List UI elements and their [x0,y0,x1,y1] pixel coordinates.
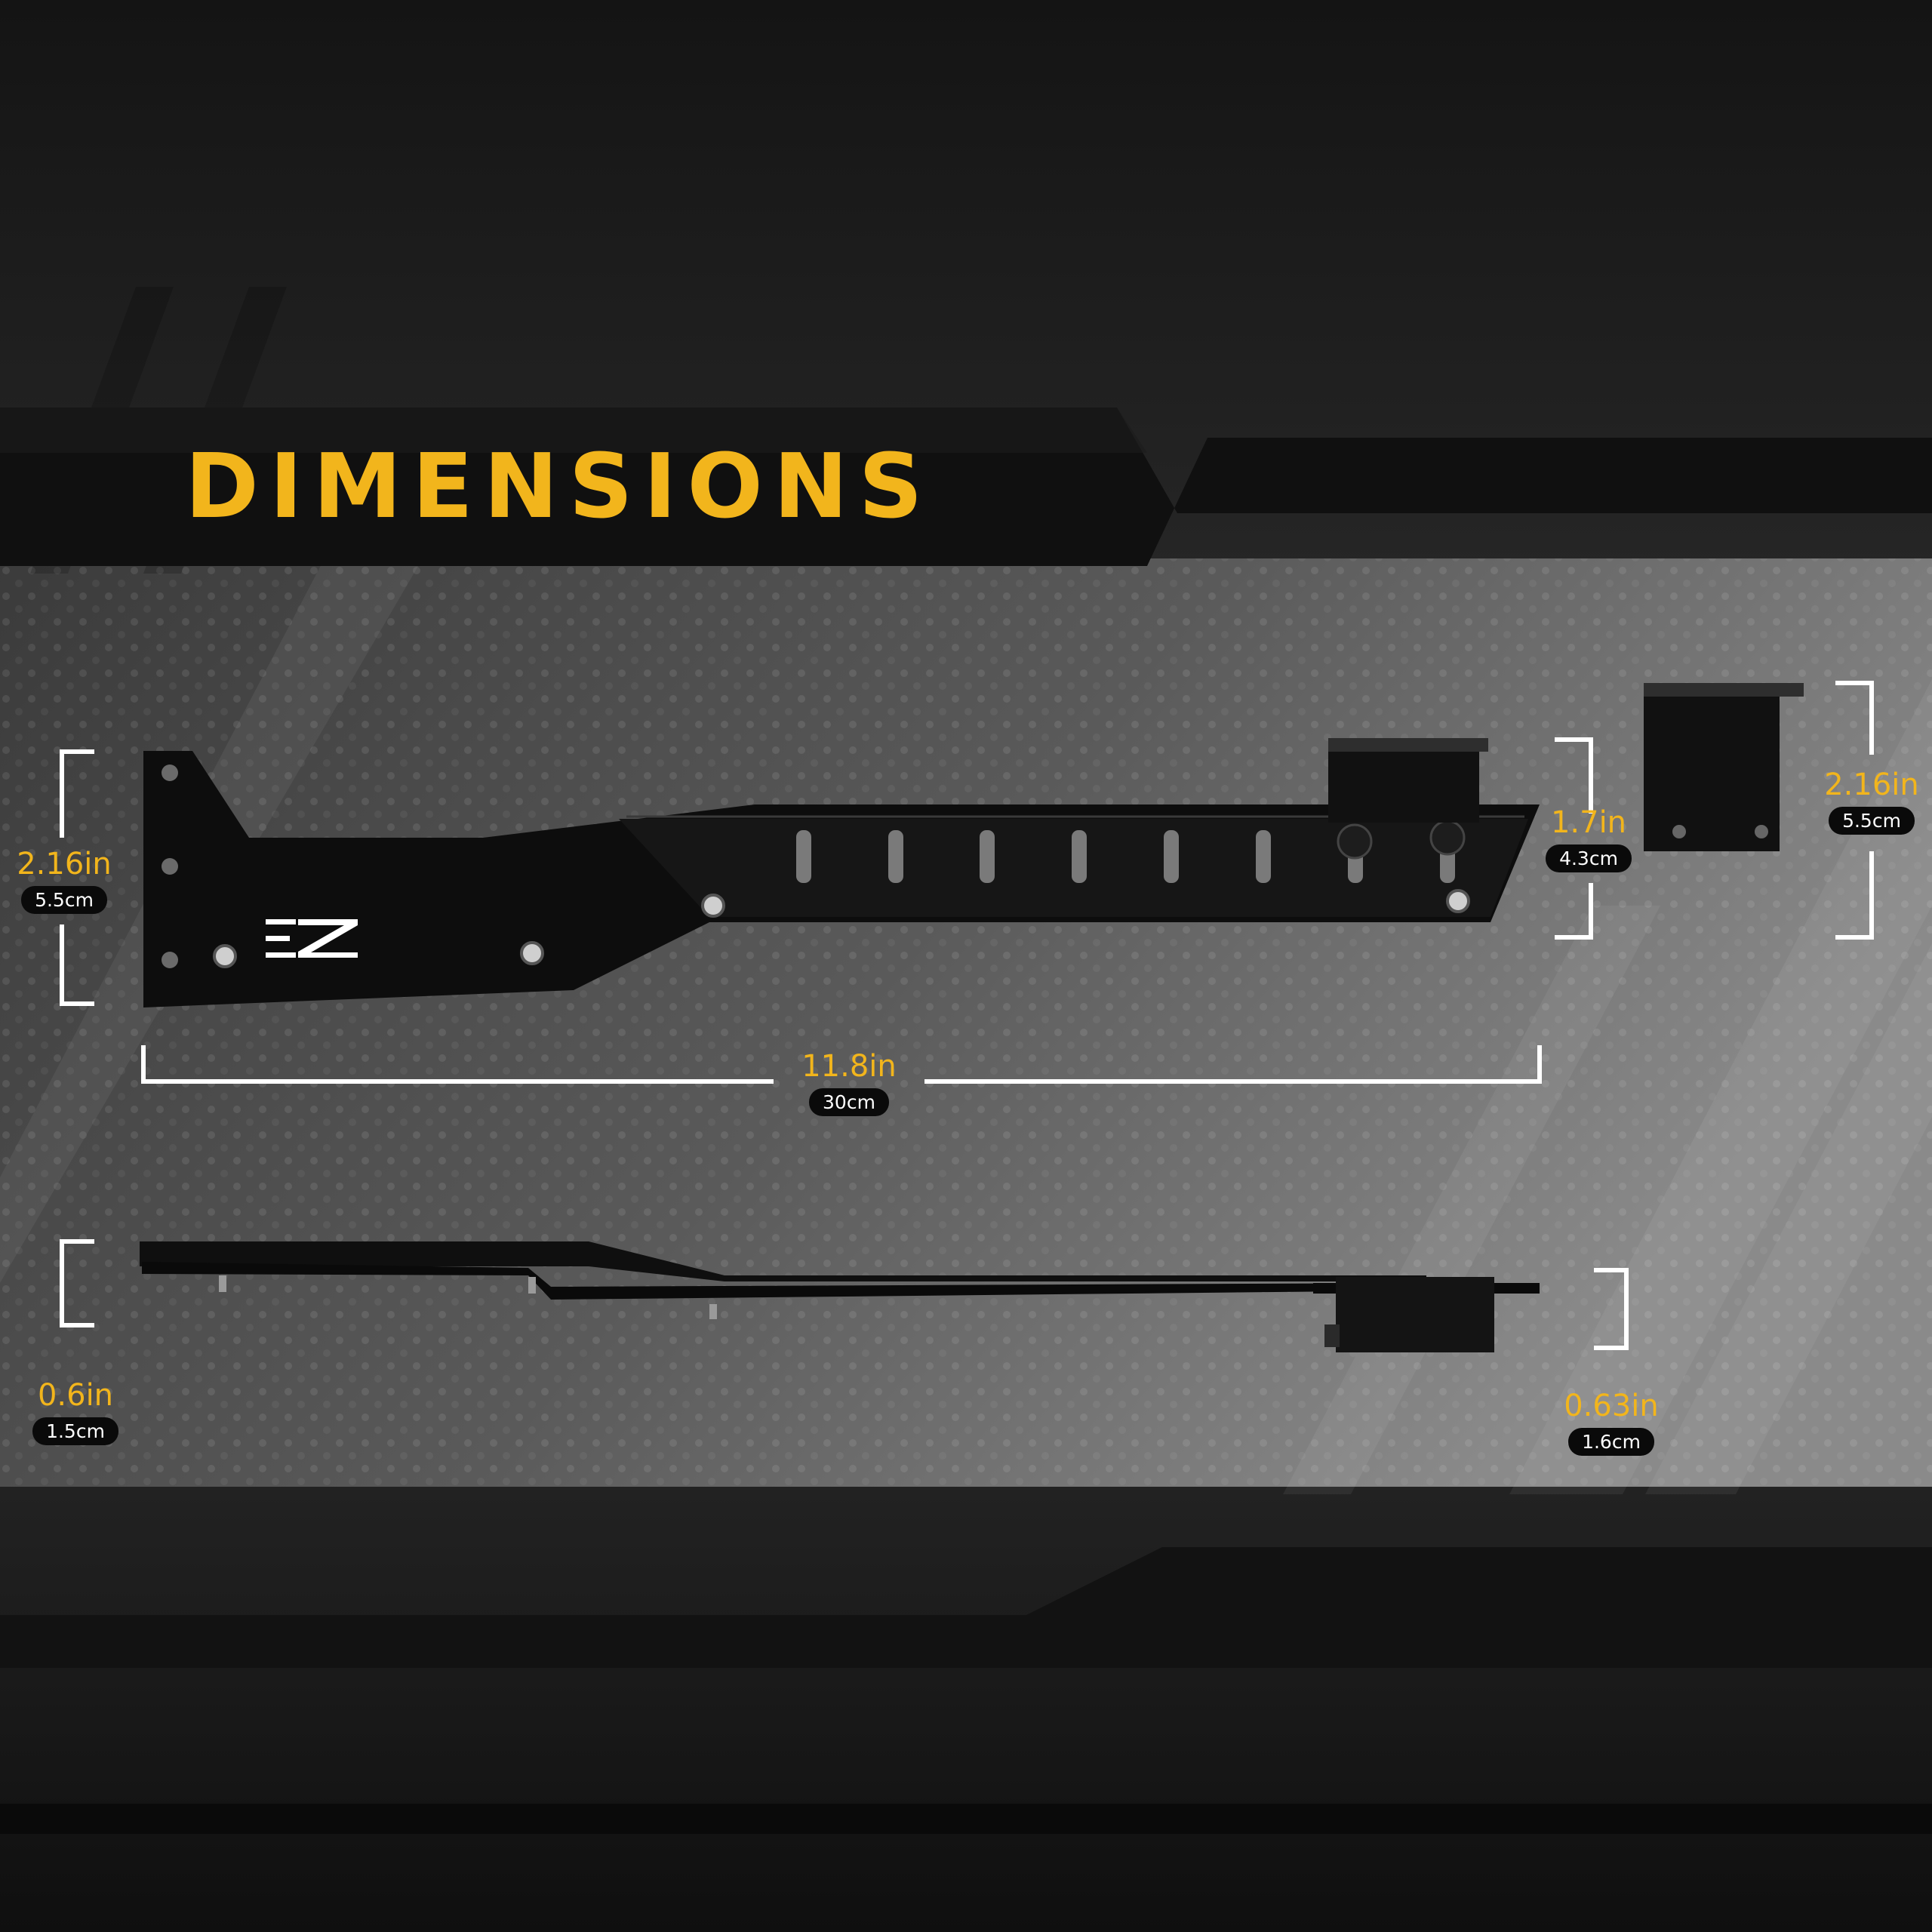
dim-support-block-height-inches: 1.7in [1550,805,1627,840]
dim-support-block-height-cm: 4.3cm [1546,844,1632,872]
dim-side-thickness-right-inches: 0.63in [1564,1389,1659,1423]
dim-front-height: 2.16in 5.5cm [8,847,121,914]
dim-front-height-inches: 2.16in [17,847,112,881]
ez-logo [266,919,358,958]
dim-length-cm: 30cm [809,1088,889,1116]
dim-length: 11.8in 30cm [792,1049,906,1116]
bracket-side-view [140,1241,1540,1352]
bottom-band [0,1547,1932,1668]
dim-side-thickness-left: 0.6in 1.5cm [19,1378,132,1445]
page-title: DIMENSIONS [185,434,934,538]
bracket-top-view [143,738,1540,1008]
dim-side-thickness-left-inches: 0.6in [37,1378,114,1413]
dim-support-block-height: 1.7in 4.3cm [1532,805,1645,872]
dim-side-thickness-right-cm: 1.6cm [1568,1428,1654,1456]
dim-length-inches: 11.8in [801,1049,897,1084]
dim-end-block-height-cm: 5.5cm [1829,807,1915,835]
dim-front-height-cm: 5.5cm [21,886,107,914]
dim-side-thickness-left-cm: 1.5cm [32,1417,118,1445]
dim-end-block-height-inches: 2.16in [1824,768,1919,802]
dimension-lines [60,681,1874,1350]
dim-side-thickness-right: 0.63in 1.6cm [1555,1389,1668,1456]
dim-end-block-height: 2.16in 5.5cm [1815,768,1928,835]
end-block [1644,683,1804,851]
